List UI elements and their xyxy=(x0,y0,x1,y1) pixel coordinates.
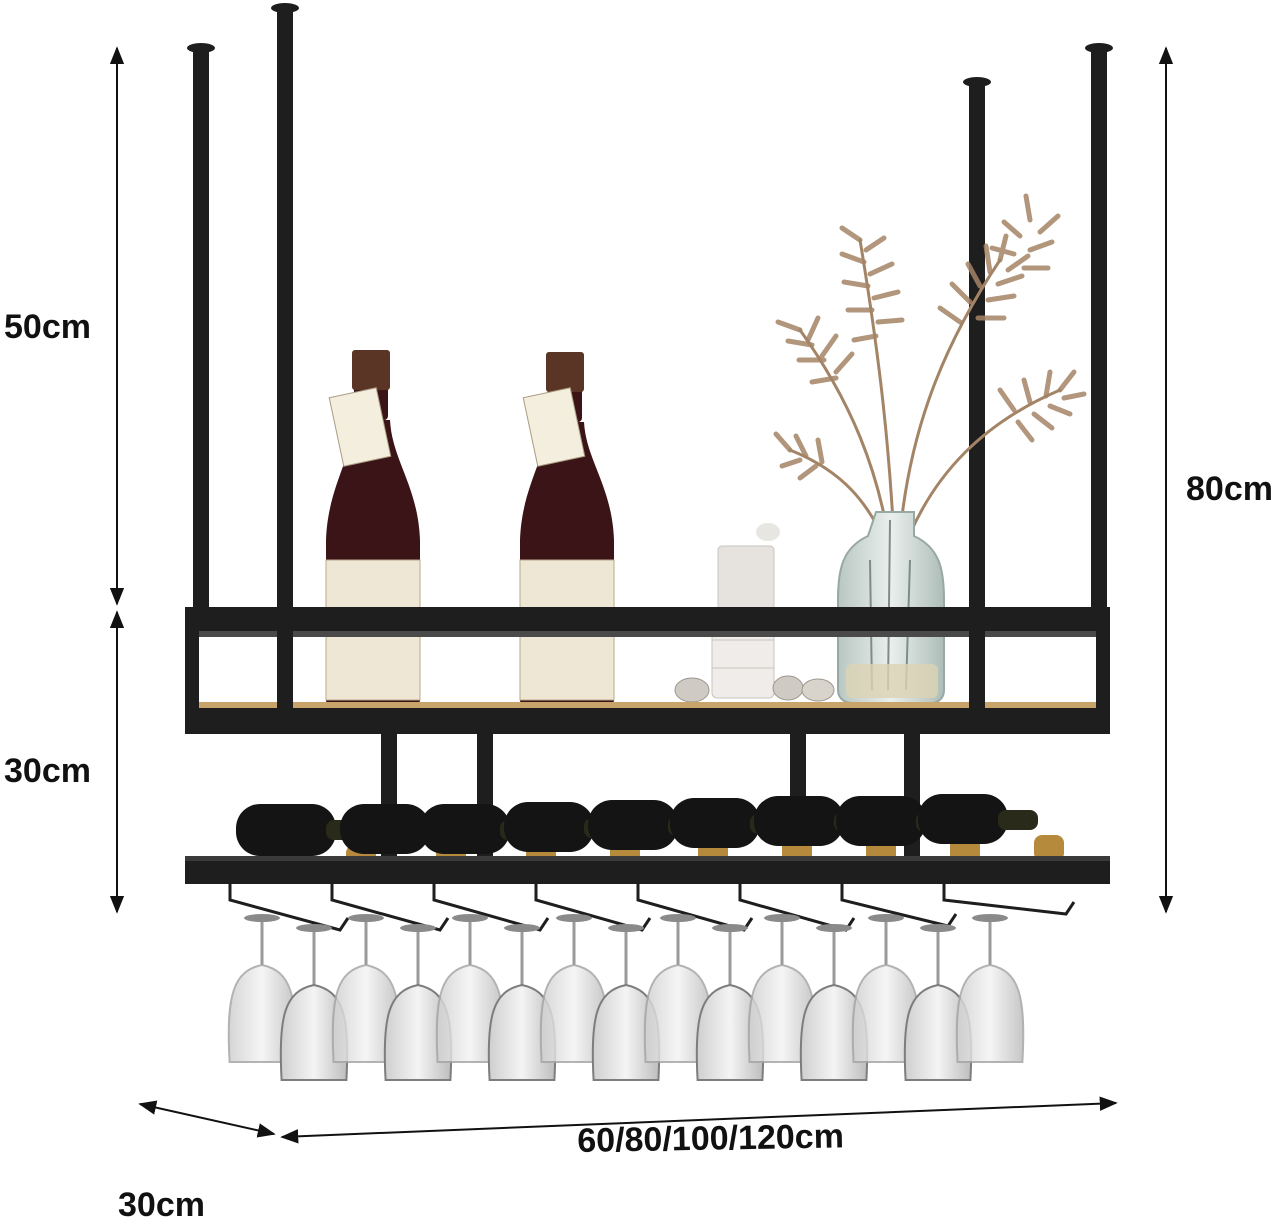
pampas-grass xyxy=(773,193,1087,562)
wine-glass xyxy=(331,914,401,1063)
wine-glass xyxy=(955,914,1025,1063)
ceiling-rods xyxy=(187,3,1113,612)
width-dimension-line xyxy=(280,1096,1118,1144)
lying-bottles xyxy=(236,794,1064,871)
width-options-label: 60/80/100/120cm xyxy=(577,1117,845,1160)
wine-glass xyxy=(539,914,609,1063)
glass-hanger-rails xyxy=(228,884,1076,932)
wine-glass xyxy=(747,914,817,1063)
upper-shelf-frame xyxy=(185,607,1110,734)
wine-glass xyxy=(227,914,297,1063)
wine-glass xyxy=(591,924,661,1081)
standing-bottle xyxy=(325,350,421,708)
wine-glasses xyxy=(227,914,1025,1081)
standing-bottles xyxy=(325,350,615,708)
rack-height-label: 30cm xyxy=(4,752,91,790)
lying-bottle xyxy=(918,794,1064,861)
lower-rack xyxy=(185,856,1110,884)
depth-label: 30cm xyxy=(118,1186,205,1224)
wine-glass xyxy=(435,914,505,1063)
wine-glass xyxy=(851,914,921,1063)
drop-height-label: 50cm xyxy=(4,308,91,346)
standing-bottle xyxy=(519,352,615,708)
total-height-label: 80cm xyxy=(1186,470,1273,508)
wine-glass xyxy=(643,914,713,1063)
depth-dimension-line xyxy=(138,1100,276,1138)
dimension-lines xyxy=(109,46,1174,1144)
